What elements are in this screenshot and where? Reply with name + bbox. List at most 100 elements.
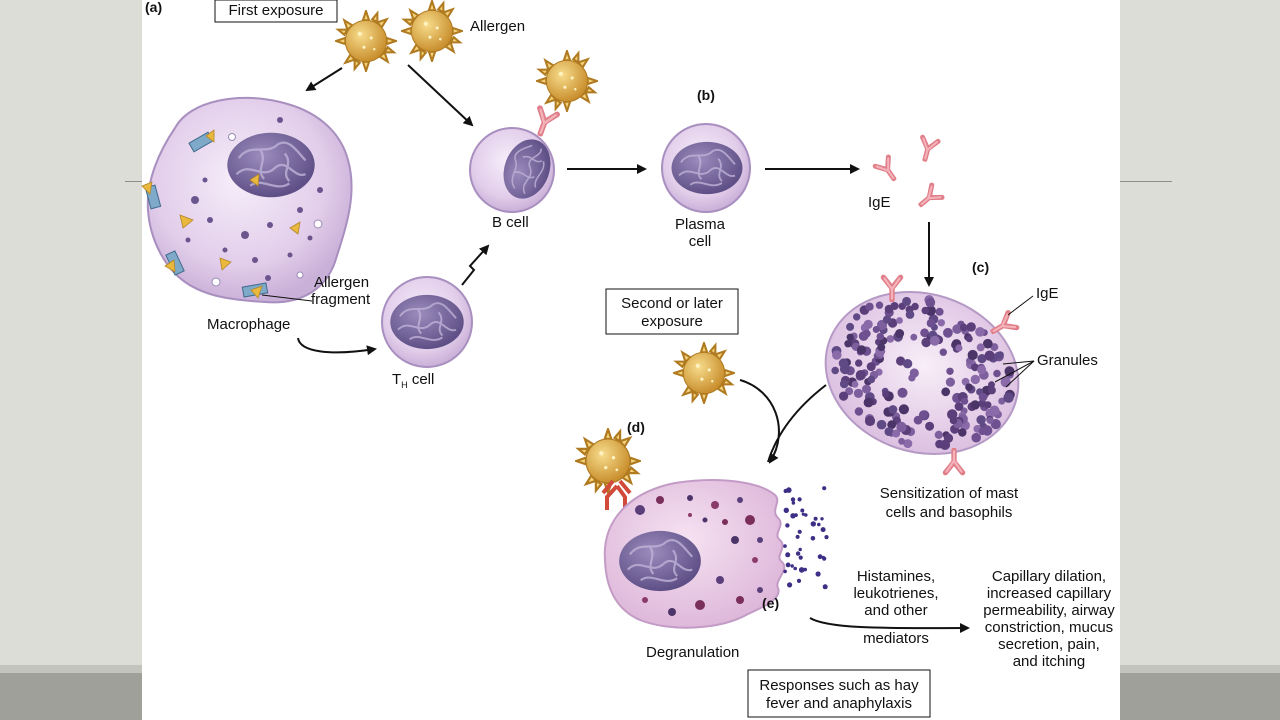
plasma-cell-label-1: Plasma [675,216,726,233]
mediator-dot [787,582,793,588]
mediator-dot [795,534,800,539]
granule [884,427,894,436]
plasma-cell-nucleus [670,140,744,196]
plasma-cell [661,123,751,213]
granule [949,416,958,425]
granule [832,350,842,360]
granule [978,392,988,402]
granule [892,429,901,438]
slide-rule-left [125,181,142,182]
mediator-dot [798,547,802,552]
granule [844,340,852,348]
granule [920,328,929,338]
granule [967,349,978,361]
granule [941,387,951,397]
arrow-to-b-cell [407,64,474,127]
th-cell-nucleus [389,293,465,351]
b-cell-receptor-icon [532,108,557,137]
granule [872,326,880,333]
allergen-fragment-label-2: fragment [311,291,371,308]
granule [976,415,986,425]
mediator-dot [798,567,805,573]
granule [757,587,763,593]
granule [737,497,743,503]
granule [877,343,886,352]
granule [926,318,936,328]
granule [925,297,936,308]
granule [902,359,913,369]
macrophage-nucleus [226,131,316,199]
mast-cell [824,290,1020,456]
granule [983,338,993,349]
granule [858,331,869,341]
ige-label: IgE [868,194,891,211]
granule [855,370,866,381]
granule [978,399,987,408]
mediator-dot [785,523,790,528]
granule [902,296,912,306]
mediator-dot [783,507,789,513]
granule [961,397,969,405]
granule [955,344,963,352]
granule [939,348,947,356]
macrophage-label: Macrophage [207,316,290,333]
granule [731,536,739,544]
granule [846,322,855,331]
granule [998,397,1006,405]
granule [722,519,728,525]
allergen-second-icon [673,342,735,404]
slide-rule-right [1120,181,1172,182]
effects-label-4: constriction, mucus [985,619,1113,636]
granule [946,367,954,375]
mediator-dot [790,564,794,568]
granule [935,307,944,316]
allergen-label: Allergen [470,18,525,35]
allergen-fragment-leader [261,294,313,302]
th-cell-label: TH cell [392,371,434,390]
allergen-bound-icon [536,50,598,112]
granule [910,333,918,341]
mediator-dot [810,536,816,541]
granule [965,335,973,343]
granule [886,335,895,343]
granule [839,391,849,401]
granule [854,407,864,416]
granule [987,386,996,395]
mediator-dot [800,508,805,513]
granule [996,351,1004,359]
degranulation-granules [635,495,763,616]
granule [853,388,864,398]
granule [656,496,664,504]
mediators-label-3: and other [864,602,927,619]
granule [982,425,993,436]
granule [970,374,980,385]
mediator-dot [797,529,802,534]
granule [896,421,907,433]
granule [863,319,873,329]
released-mediators [783,486,829,590]
mediators-label-4: mediators [863,630,929,647]
granule [959,323,968,332]
responses-label-2: fever and anaphylaxis [766,695,912,712]
granule [921,337,931,348]
granule [943,327,953,338]
granule [862,384,871,394]
mediator-dot [797,497,802,502]
granule [966,322,976,332]
mediator-dot [822,556,827,561]
granule [935,439,944,449]
allergen-icon [401,0,463,62]
granule [898,437,905,445]
granule [986,417,994,424]
mediator-dot [813,516,818,521]
granule [896,317,903,324]
granule [989,405,1000,416]
crosslinked-ige-icon [601,479,632,510]
granule [687,495,693,501]
mediator-dot [791,501,796,505]
granule [895,329,905,338]
granules-label: Granules [1037,352,1098,369]
responses-box [747,669,931,718]
granule [1003,392,1014,403]
granule [975,327,985,337]
